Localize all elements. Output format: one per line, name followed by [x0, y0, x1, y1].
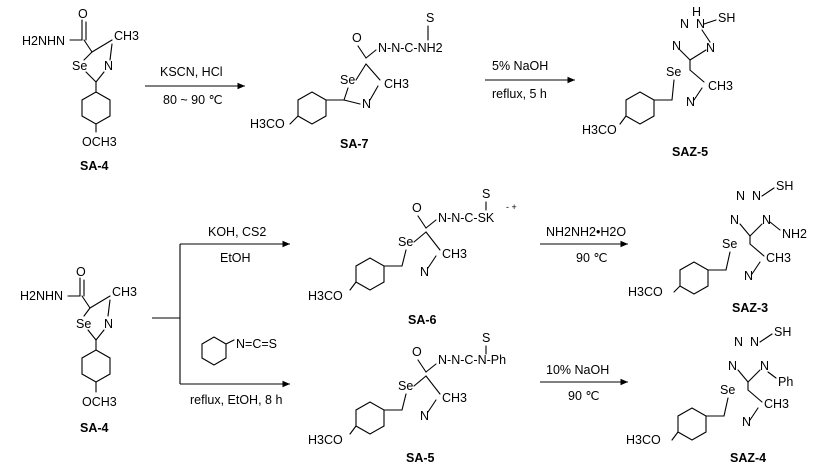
thiazole-n-label: N: [420, 265, 429, 279]
condition-r4-below: 90 ℃: [576, 251, 607, 265]
thiazole-n-label: N: [104, 59, 113, 73]
methoxy-label: H3CO: [582, 123, 617, 137]
compound-sa4-bottom: H2NHN O CH3 N Se OCH3 SA-4: [20, 265, 137, 435]
methyl-label: CH3: [384, 77, 409, 91]
triazole-n1-label: N: [680, 17, 689, 31]
carbonyl-o-label: O: [412, 345, 422, 359]
triazole-n2-label: N: [750, 335, 759, 349]
phenyl-thiosemicarbazide-label: N-N-C-N-Ph: [438, 353, 506, 367]
carbonyl-o-label: O: [412, 201, 422, 215]
thiol-label: SH: [774, 325, 791, 339]
selenium-label: Se: [76, 317, 91, 331]
methoxy-label: OCH3: [82, 135, 117, 149]
compound-label-saz3: SAZ-3: [732, 301, 768, 315]
methyl-label: CH3: [764, 397, 789, 411]
triazole-n3-label: N: [728, 359, 737, 373]
triazole-n4-label: N: [762, 213, 771, 227]
methoxy-label: H3CO: [308, 289, 343, 303]
condition-r6-above: 10% NaOH: [546, 363, 609, 377]
compound-label-saz5: SAZ-5: [672, 145, 708, 159]
compound-label-sa4-top: SA-4: [80, 159, 109, 173]
condition-r1-below: 80 ~ 90 ℃: [163, 93, 223, 107]
condition-r2-above: 5% NaOH: [492, 59, 548, 73]
methyl-label: CH3: [442, 391, 467, 405]
selenium-label: Se: [666, 65, 681, 79]
selenium-label: Se: [72, 59, 87, 73]
condition-r2-below: reflux, 5 h: [492, 87, 547, 101]
thiazole-n-label: N: [420, 409, 429, 423]
selenium-label: Se: [340, 73, 355, 87]
isothiocyanate-label: N=C=S: [236, 337, 277, 351]
hydrazide-label: H2NHN: [20, 289, 63, 303]
compound-saz3: N N SH N N NH2 Se CH3 N H3CO SAZ-3: [628, 179, 807, 315]
phenyl-label: Ph: [778, 375, 793, 389]
thiazole-n-label: N: [362, 97, 371, 111]
methyl-label: CH3: [766, 251, 791, 265]
triazole-n1-label: N: [736, 189, 745, 203]
methyl-label: CH3: [442, 247, 467, 261]
condition-r5-below: reflux, EtOH, 8 h: [190, 393, 282, 407]
methyl-label: CH3: [114, 29, 139, 43]
thione-s-label: S: [426, 11, 434, 25]
compound-label-sa7: SA-7: [340, 137, 369, 151]
carbonyl-o-label: O: [352, 31, 362, 45]
thiazole-n-label: N: [686, 95, 695, 109]
triazole-n3-label: N: [672, 39, 681, 53]
thiol-label: SH: [776, 179, 793, 193]
triazole-n2-label: N: [696, 17, 705, 31]
condition-r1-above: KSCN, HCl: [160, 65, 223, 79]
compound-label-sa6: SA-6: [408, 313, 437, 327]
amino-label: NH2: [782, 227, 807, 241]
selenium-label: Se: [398, 379, 413, 393]
triazole-n1-label: N: [734, 335, 743, 349]
triazole-h-label: H: [692, 5, 701, 19]
carbonyl-o-label: O: [76, 265, 86, 279]
methyl-label: CH3: [112, 285, 137, 299]
compound-label-sa5: SA-5: [406, 451, 435, 465]
methoxy-label: H3CO: [250, 117, 285, 131]
thione-s-label: S: [482, 187, 490, 201]
reagent-phenyl-isothiocyanate: N=C=S: [201, 336, 277, 366]
condition-r6-below: 90 ℃: [568, 389, 599, 403]
thione-s-label: S: [482, 331, 490, 345]
compound-label-sa4-bottom: SA-4: [80, 421, 109, 435]
methoxy-label: OCH3: [82, 395, 117, 409]
thiazole-n-label: N: [742, 415, 751, 429]
carbonyl-o-label: O: [78, 7, 88, 21]
condition-r3-below: EtOH: [220, 251, 251, 265]
ion-charges-label: - +: [506, 202, 517, 212]
dithiocarbazate-label: N-N-C-SK: [438, 211, 495, 225]
selenium-label: Se: [398, 235, 413, 249]
triazole-n4-label: N: [760, 359, 769, 373]
thiazole-n-label: N: [104, 317, 113, 331]
compound-sa4-top: H2NHN O CH3 N Se OCH3 SA-4: [22, 7, 139, 173]
triazole-n2-label: N: [752, 189, 761, 203]
methoxy-label: H3CO: [628, 285, 663, 299]
compound-saz5: H N N SH N N Se CH3 N H3CO SAZ-5: [582, 5, 735, 159]
selenium-label: Se: [720, 383, 735, 397]
selenium-label: Se: [722, 237, 737, 251]
compound-label-saz4: SAZ-4: [730, 451, 766, 465]
thiosemicarbazide-label: N-N-C-NH2: [378, 41, 443, 55]
compound-saz4: N N SH N N Ph Se CH3 N H3CO SAZ-4: [626, 325, 793, 465]
condition-r3-above: KOH, CS2: [208, 225, 266, 239]
methyl-label: CH3: [708, 79, 733, 93]
condition-r4-above: NH2NH2•H2O: [546, 225, 626, 239]
hydrazide-label: H2NHN: [22, 34, 65, 48]
triazole-n4-label: N: [706, 41, 715, 55]
compound-sa6: O N-N-C-SK S - + Se CH3 N H3CO SA-6: [308, 187, 517, 327]
compound-sa5: O N-N-C-N-Ph S Se CH3 N H3CO SA-5: [308, 331, 506, 465]
methoxy-label: H3CO: [626, 433, 661, 447]
methoxy-label: H3CO: [308, 433, 343, 447]
triazole-n3-label: N: [730, 213, 739, 227]
compound-sa7: O N-N-C-NH2 S Se CH3 N H3CO SA-7: [250, 11, 443, 151]
thiazole-n-label: N: [744, 269, 753, 283]
thiol-label: SH: [718, 11, 735, 25]
